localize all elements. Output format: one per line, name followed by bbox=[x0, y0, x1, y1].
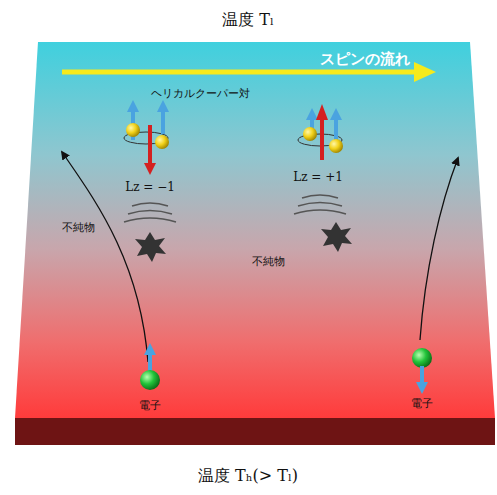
spin-current-label: スピンの流れ bbox=[320, 51, 410, 68]
angular-momentum-label: Lz = −1 bbox=[125, 181, 175, 195]
pair-label: ヘリカルクーパー対 bbox=[151, 88, 250, 101]
temperature-low: 温度 Tₗ bbox=[222, 11, 274, 29]
electron-left bbox=[140, 343, 160, 390]
impurity-label: 不純物 bbox=[252, 256, 285, 269]
electron-right bbox=[412, 348, 432, 394]
electron-label: 電子 bbox=[411, 398, 433, 411]
scatter-waves bbox=[124, 195, 346, 222]
temperature-high: 温度 Tₕ(> Tₗ) bbox=[198, 467, 298, 485]
slab-top bbox=[15, 42, 495, 418]
cooper-pair-left bbox=[124, 100, 169, 175]
impurity-label: 不純物 bbox=[62, 222, 95, 235]
electron-label: 電子 bbox=[139, 400, 161, 413]
slab-edge bbox=[15, 418, 495, 445]
spin-current-arrow bbox=[414, 62, 436, 82]
angular-momentum-label: Lz = +1 bbox=[293, 171, 343, 185]
cooper-pair-right bbox=[298, 104, 343, 160]
electron-path-right bbox=[420, 158, 458, 340]
impurity-left bbox=[135, 232, 166, 262]
impurity-right bbox=[321, 222, 352, 252]
